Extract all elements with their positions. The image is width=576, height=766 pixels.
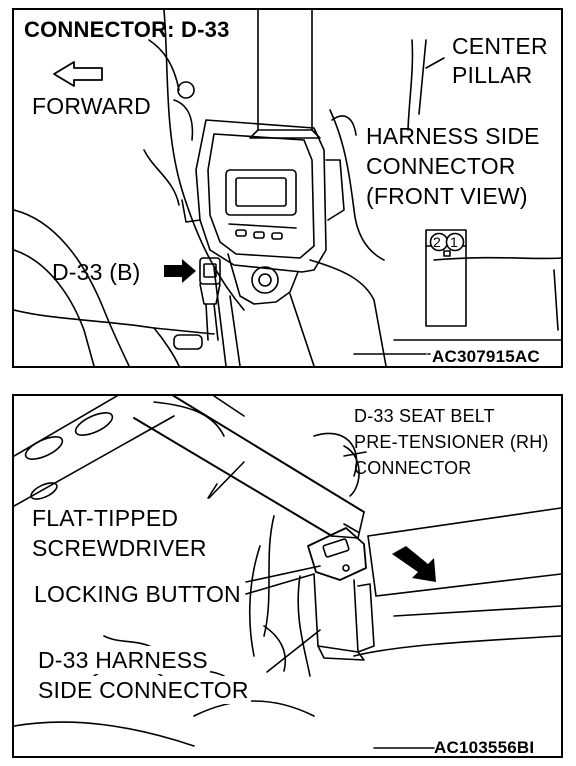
callout-arrow-icon (164, 259, 196, 283)
harness-side-connector-label-line1: D-33 HARNESS (36, 646, 210, 674)
pin-1-label: 1 (450, 234, 458, 250)
center-pillar-drawing (14, 10, 561, 366)
connector-title: CONNECTOR: D-33 (24, 17, 230, 42)
pull-direction-arrow-icon (392, 546, 436, 582)
harness-side-label-line2: CONNECTOR (366, 153, 516, 179)
harness-side-connector-label-line2: SIDE CONNECTOR (36, 676, 251, 704)
bottom-figure-panel: D-33 SEAT BELT PRE-TENSIONER (RH) CONNEC… (12, 394, 563, 758)
seat-belt-pretensioner-drawing (14, 396, 561, 749)
pin-2-label: 2 (433, 234, 441, 250)
forward-label: FORWARD (32, 93, 151, 119)
seatbelt-connector-label-line2: PRE-TENSIONER (RH) (354, 432, 549, 452)
screwdriver-label-line2: SCREWDRIVER (30, 534, 209, 562)
center-pillar-label-line2: PILLAR (452, 62, 533, 88)
harness-side-label-line3: (FRONT VIEW) (366, 183, 528, 209)
figure-code: AC103556BI (434, 738, 535, 757)
top-figure-panel: CONNECTOR: D-33 FORWARD CENTER PILLAR HA… (12, 8, 563, 368)
locking-button-label: LOCKING BUTTON (32, 580, 243, 608)
screwdriver-label-line1: FLAT-TIPPED (30, 504, 181, 532)
seatbelt-connector-label-line3: CONNECTOR (354, 458, 472, 478)
harness-side-label-line1: HARNESS SIDE (366, 123, 540, 149)
center-pillar-label-line1: CENTER (452, 33, 548, 59)
seatbelt-connector-label-line1: D-33 SEAT BELT (354, 406, 495, 426)
figure-code: AC307915AC (432, 347, 540, 366)
connector-callout-label: D-33 (B) (52, 259, 141, 285)
